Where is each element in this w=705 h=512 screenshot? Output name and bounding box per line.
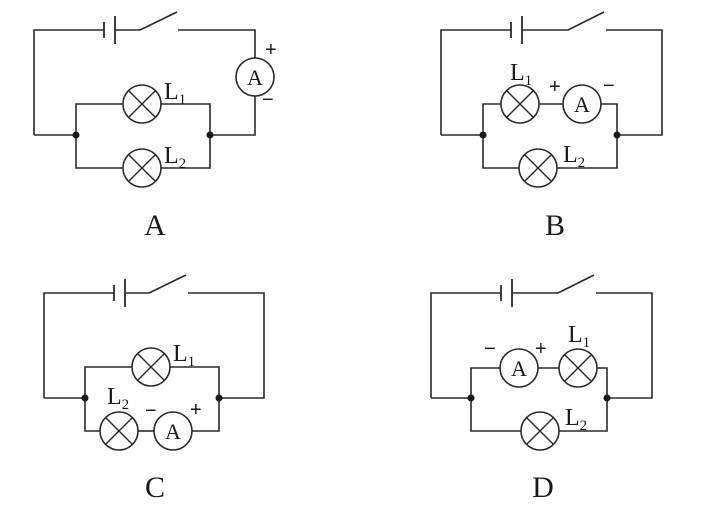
option-label: C bbox=[145, 471, 165, 504]
wire-top-right bbox=[188, 292, 265, 399]
switch-blade bbox=[557, 274, 595, 294]
lamp-l2-label: L2 bbox=[563, 142, 585, 171]
ammeter-minus-sign: − bbox=[145, 400, 157, 422]
lamp-l1-label: L1 bbox=[568, 322, 590, 351]
lamp-l2 bbox=[99, 411, 139, 451]
wire-top-left bbox=[43, 292, 114, 398]
ammeter-label: A bbox=[165, 419, 181, 444]
lamp-l2-label: L2 bbox=[164, 143, 186, 172]
branch-bottom bbox=[75, 135, 123, 169]
ammeter-label: A bbox=[574, 92, 590, 117]
junction-dot bbox=[72, 131, 80, 139]
branch-top-right bbox=[601, 103, 618, 135]
branch-bottom-right bbox=[559, 398, 608, 432]
junction-dot bbox=[603, 394, 611, 402]
lamp-l1-label: L1 bbox=[510, 60, 532, 89]
branch-bottom-right bbox=[557, 135, 618, 169]
option-label: B bbox=[545, 209, 565, 242]
branch-top-right bbox=[170, 366, 220, 398]
circuit-c: L1 L2 A − + C bbox=[43, 274, 265, 504]
lamp-l2 bbox=[520, 411, 560, 451]
option-label: D bbox=[532, 471, 554, 504]
ammeter-plus-sign: + bbox=[549, 76, 561, 98]
junction-dot bbox=[206, 131, 214, 139]
branch-bottom bbox=[470, 398, 521, 432]
ammeter: A bbox=[499, 348, 539, 388]
lamp-l1-label: L1 bbox=[173, 341, 195, 370]
lamp-l1 bbox=[122, 84, 162, 124]
ammeter-label: A bbox=[247, 65, 263, 90]
junction-dot bbox=[613, 131, 621, 139]
ammeter: A bbox=[235, 57, 275, 97]
wire-top-left bbox=[33, 29, 104, 135]
lamp-l2 bbox=[518, 148, 558, 188]
branch-bottom-right bbox=[192, 398, 220, 432]
ammeter-plus-sign: + bbox=[265, 39, 277, 61]
ammeter-plus-sign: + bbox=[190, 399, 202, 421]
junction-dot bbox=[215, 394, 223, 402]
wire-right-down bbox=[210, 96, 256, 136]
lamp-l2-label: L2 bbox=[565, 405, 587, 434]
lamp-l2 bbox=[122, 148, 162, 188]
switch-blade bbox=[148, 274, 187, 294]
switch-blade bbox=[139, 11, 178, 31]
ammeter-label: A bbox=[511, 356, 527, 381]
wire-top-left bbox=[430, 292, 501, 398]
junction-dot bbox=[467, 394, 475, 402]
branch-top bbox=[470, 367, 500, 398]
lamp-l1-label: L1 bbox=[164, 79, 186, 108]
branch-bottom bbox=[84, 398, 100, 432]
circuit-d: A − + L1 L2 D bbox=[430, 274, 653, 504]
lamp-l1 bbox=[131, 347, 171, 387]
circuit-b: L1 A + − L2 B bbox=[440, 11, 663, 242]
wire-top-left bbox=[440, 29, 511, 135]
junction-dot bbox=[479, 131, 487, 139]
option-label: A bbox=[144, 209, 166, 242]
wire-top-right bbox=[178, 29, 256, 58]
ammeter: A bbox=[562, 84, 602, 124]
branch-top-right bbox=[597, 367, 608, 398]
branch-bottom-right bbox=[161, 135, 211, 169]
circuit-a: A + − L1 L2 A bbox=[33, 11, 277, 242]
ammeter-minus-sign: − bbox=[603, 75, 615, 97]
ammeter-minus-sign: − bbox=[262, 89, 274, 111]
wire-top-right bbox=[596, 292, 653, 399]
lamp-l2-label: L2 bbox=[107, 384, 129, 413]
lamp-l1 bbox=[500, 84, 540, 124]
switch-blade bbox=[567, 11, 605, 31]
ammeter-plus-sign: + bbox=[535, 338, 547, 360]
branch-top bbox=[482, 103, 501, 135]
lamp-l1 bbox=[558, 348, 598, 388]
ammeter-minus-sign: − bbox=[484, 338, 496, 360]
junction-dot bbox=[81, 394, 89, 402]
branch-bottom bbox=[482, 135, 519, 169]
branch-top bbox=[84, 366, 132, 398]
branch-top-right bbox=[161, 103, 211, 135]
ammeter: A bbox=[153, 411, 193, 451]
wire-top-right bbox=[606, 29, 663, 136]
branch-top bbox=[75, 103, 123, 135]
